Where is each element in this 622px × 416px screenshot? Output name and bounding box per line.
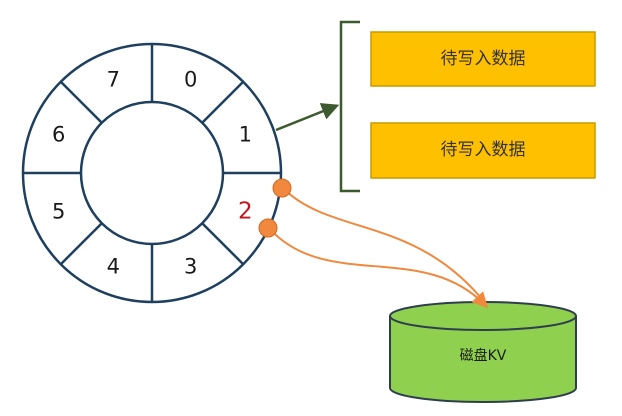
- ring-segment-label: 5: [52, 200, 65, 224]
- ring-dividers: [23, 44, 281, 302]
- ring-divider: [59, 222, 103, 266]
- ring-inner-circle: [79, 100, 225, 246]
- queue-item-box: [370, 122, 596, 179]
- ring-divider: [201, 80, 245, 124]
- flush-curve-upper: [283, 188, 487, 305]
- write-queue: 待写入数据 待写入数据: [370, 31, 596, 179]
- disk-label: 磁盘KV: [460, 347, 507, 364]
- ring-segment-label: 4: [107, 254, 120, 278]
- ring-segment-label: 2: [238, 199, 253, 225]
- pointer-dot-lower: [258, 218, 278, 238]
- ring-buffer: 0 1 2 3 4 5 6 7: [21, 42, 283, 304]
- ring-segment-label: 6: [52, 122, 65, 146]
- ring-segment-label: 3: [184, 254, 197, 278]
- ring-segment-label: 7: [107, 68, 120, 92]
- ring-segment-label: 0: [184, 68, 197, 92]
- queue-item-box: [370, 31, 596, 87]
- queue-item-label: 待写入数据: [441, 49, 526, 69]
- flush-curve-lower: [268, 227, 489, 309]
- ring-segment-label: 1: [239, 122, 252, 146]
- disk-kv: 磁盘KV: [389, 301, 577, 403]
- queue-item-label: 待写入数据: [441, 140, 526, 160]
- queue-item: 待写入数据: [370, 31, 596, 87]
- write-queue-arrow: [275, 103, 340, 132]
- disk-body: [389, 316, 577, 403]
- disk-top: [389, 301, 577, 331]
- ring-divider: [59, 80, 103, 124]
- ring-segment-labels: 0 1 2 3 4 5 6 7: [52, 68, 253, 279]
- ring-divider: [201, 222, 245, 266]
- queue-bracket: [339, 20, 360, 193]
- pointer-dot-upper: [272, 178, 292, 198]
- queue-item: 待写入数据: [370, 122, 596, 179]
